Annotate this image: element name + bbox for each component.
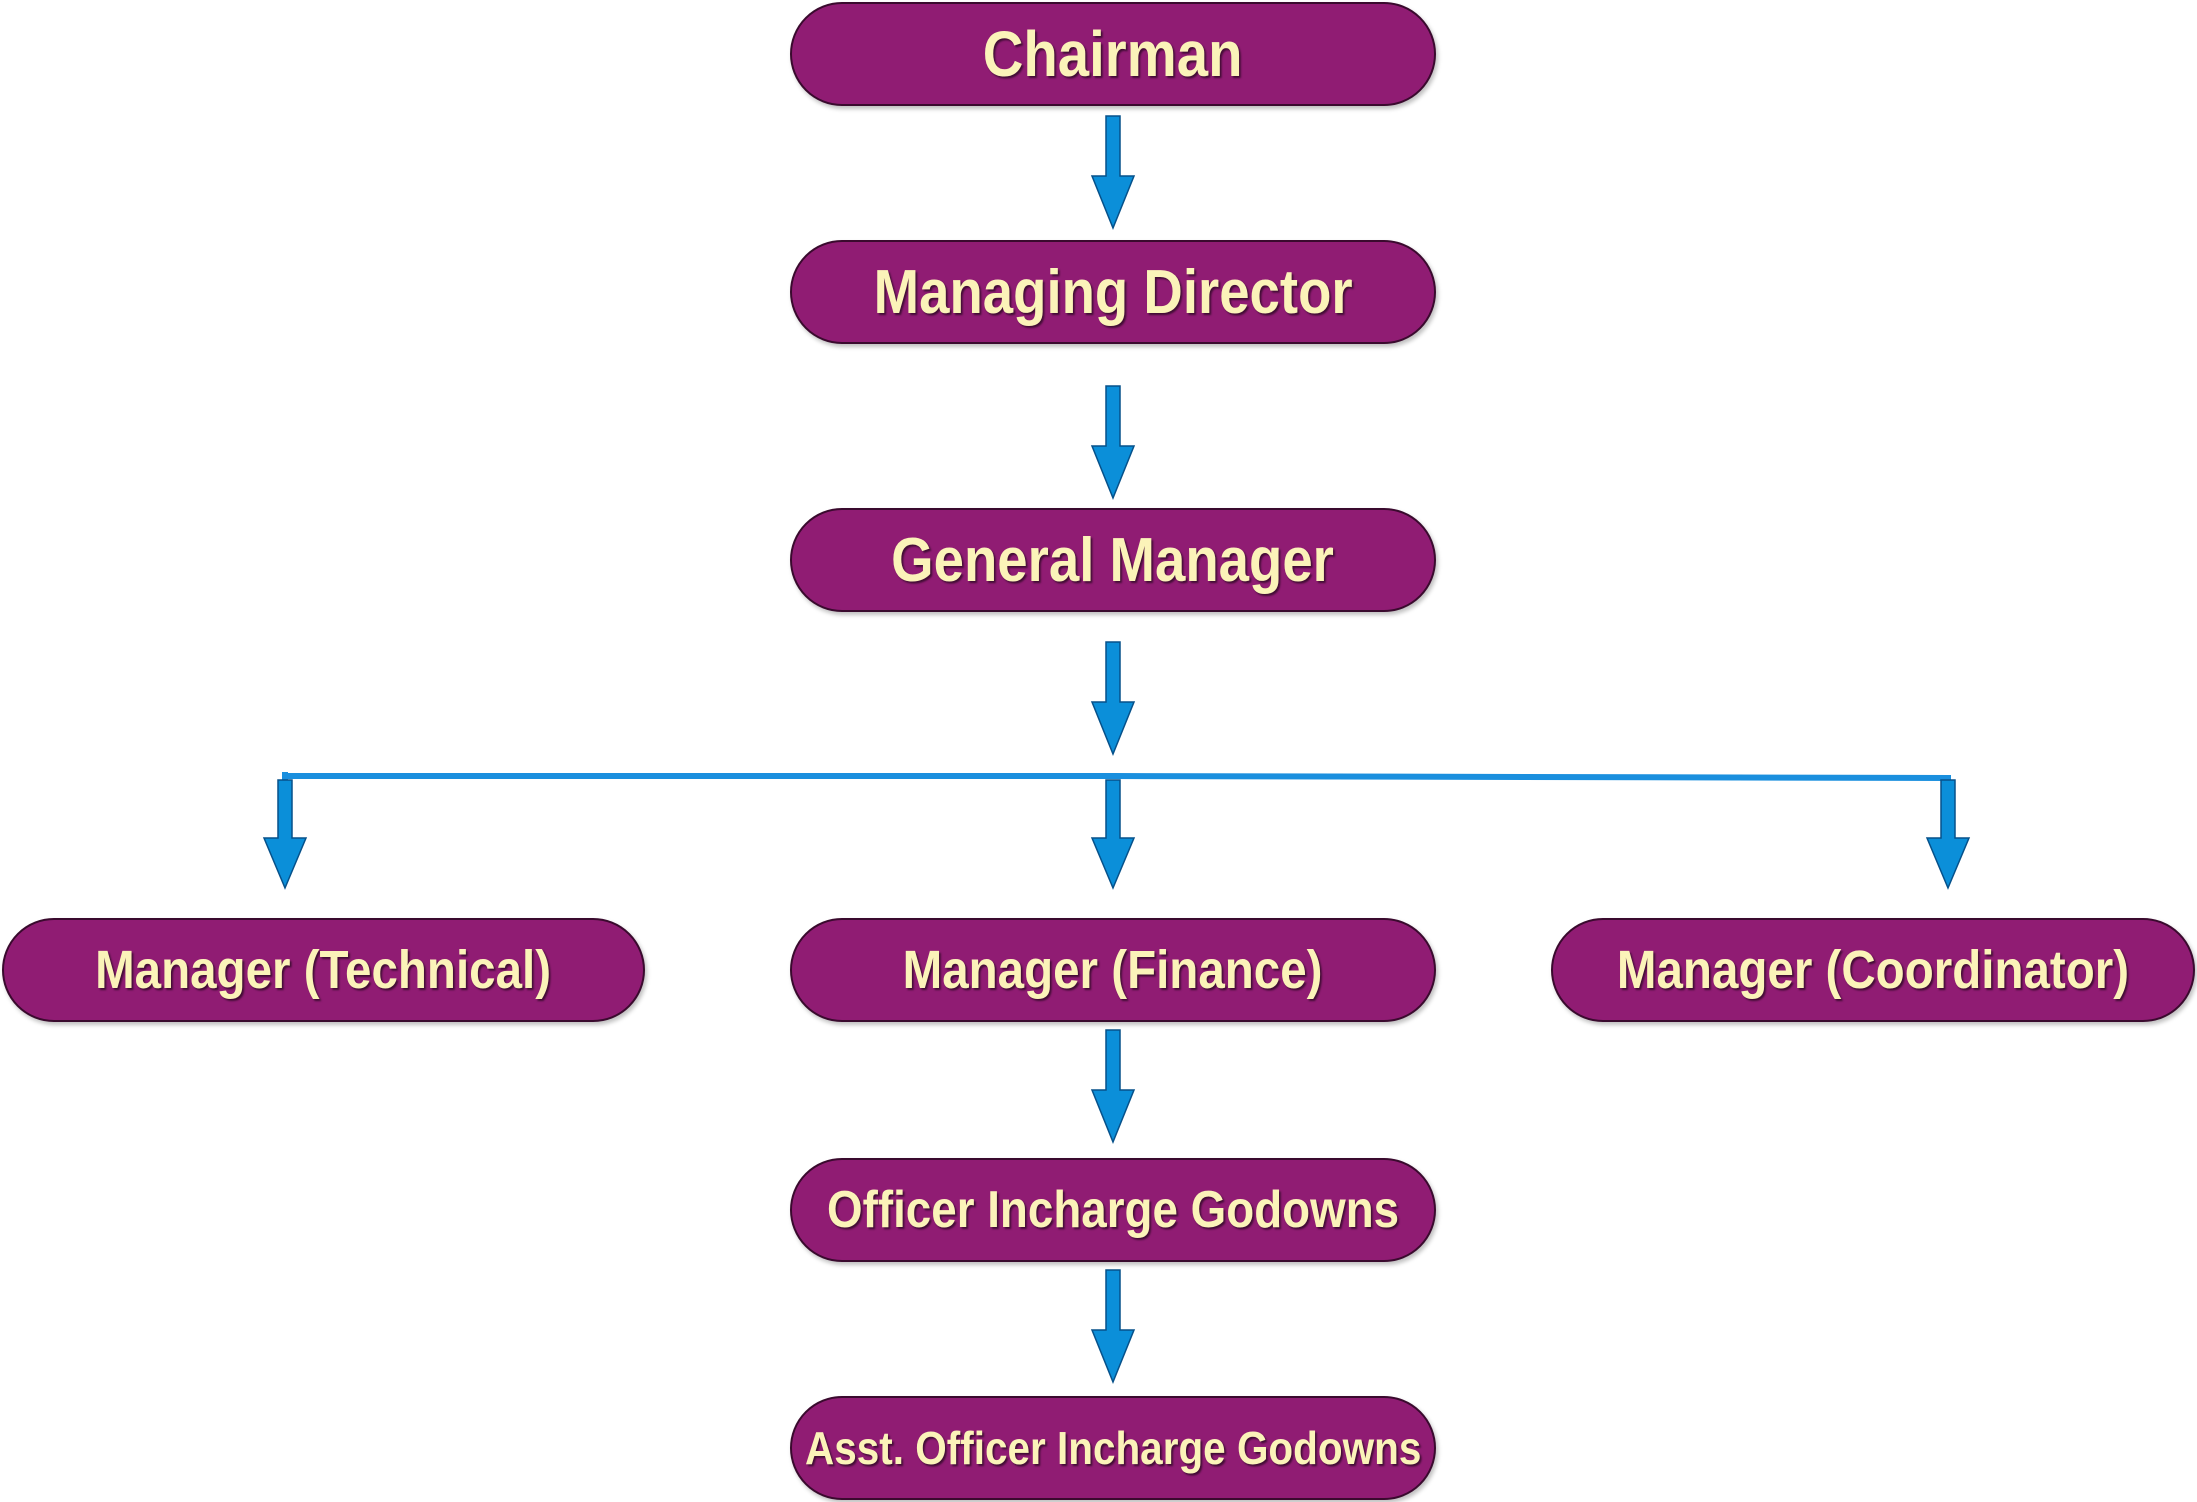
node-manager-technical: Manager (Technical) — [2, 918, 645, 1022]
arrow-to-manager-coordinator — [1925, 779, 1971, 890]
node-manager-coordinator-label: Manager (Coordinator) — [1616, 940, 2130, 1000]
node-general-manager: General Manager — [790, 508, 1436, 612]
node-managing-director-label: Managing Director — [873, 257, 1353, 327]
node-managing-director: Managing Director — [790, 240, 1436, 344]
node-asst-officer-incharge-godowns-label: Asst. Officer Incharge Godowns — [804, 1422, 1422, 1474]
node-officer-incharge-godowns: Officer Incharge Godowns — [790, 1158, 1436, 1262]
arrow-finance-to-officer — [1090, 1029, 1136, 1145]
arrow-to-manager-finance — [1090, 779, 1136, 890]
arrow-gm-to-branch — [1090, 641, 1136, 757]
node-chairman-label: Chairman — [983, 18, 1243, 90]
node-manager-technical-label: Manager (Technical) — [95, 940, 552, 1000]
arrow-chairman-to-md — [1090, 115, 1136, 231]
node-manager-finance-label: Manager (Finance) — [903, 940, 1323, 1000]
node-manager-finance: Manager (Finance) — [790, 918, 1436, 1022]
node-asst-officer-incharge-godowns: Asst. Officer Incharge Godowns — [790, 1396, 1436, 1500]
node-officer-incharge-godowns-label: Officer Incharge Godowns — [826, 1181, 1400, 1239]
node-chairman: Chairman — [790, 2, 1436, 106]
branch-connector-line — [282, 772, 1949, 781]
arrow-officer-to-asst-officer — [1090, 1269, 1136, 1385]
node-manager-coordinator: Manager (Coordinator) — [1551, 918, 2195, 1022]
arrow-to-manager-technical — [262, 779, 308, 890]
arrow-md-to-gm — [1090, 385, 1136, 501]
node-general-manager-label: General Manager — [891, 525, 1335, 595]
